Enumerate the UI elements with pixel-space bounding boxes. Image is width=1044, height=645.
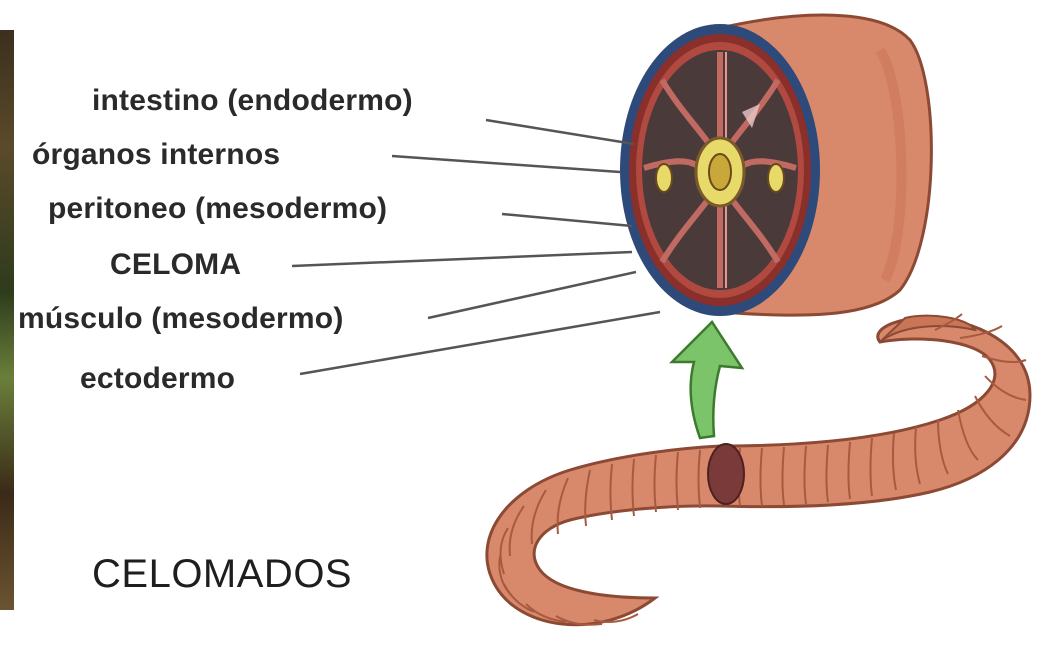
worm-cut-section: [707, 443, 745, 505]
label-celoma: CELOMA: [110, 248, 242, 281]
internal-organ-left: [655, 163, 673, 193]
earthworm-icon: [485, 313, 1032, 627]
label-intestino: intestino (endodermo): [92, 84, 413, 117]
body-cross-section-icon: [620, 13, 933, 317]
label-organos-internos: órganos internos: [32, 138, 281, 171]
worm-body: [485, 316, 1032, 627]
background-photo-strip: [0, 30, 14, 610]
leader-lines: [291, 118, 661, 376]
label-musculo: músculo (mesodermo): [18, 302, 344, 335]
label-peritoneo: peritoneo (mesodermo): [48, 192, 388, 225]
diagram-title: CELOMADOS: [92, 552, 353, 596]
green-up-arrow-icon: [668, 320, 745, 440]
label-ectodermo: ectodermo: [80, 362, 236, 395]
internal-organ-right: [767, 163, 785, 193]
